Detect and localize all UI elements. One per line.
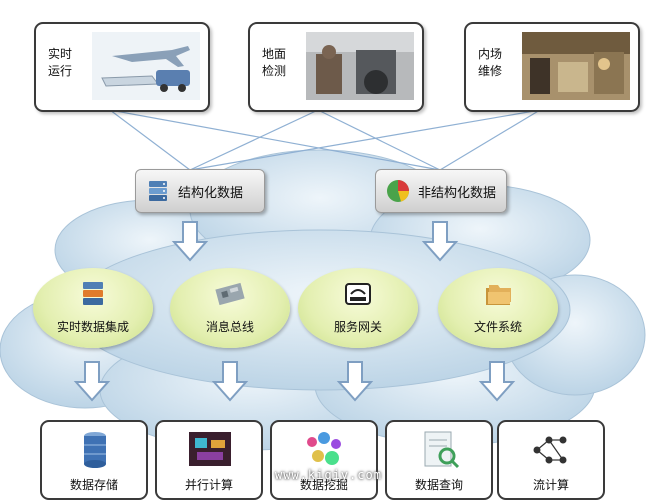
source-label: 地面 检测 xyxy=(262,47,287,78)
arrow-unstructured xyxy=(421,221,459,262)
capability-data-storage: 数据存储 xyxy=(40,420,148,500)
capability-label: 流计算 xyxy=(532,478,569,492)
service-gateway: 服务网关 xyxy=(298,268,418,348)
capability-data-query: 数据查询 xyxy=(385,420,493,500)
unstructured-data-box: 非结构化数据 xyxy=(375,169,507,213)
database-icon xyxy=(84,432,106,468)
capability-label: 并行计算 xyxy=(184,478,233,492)
server-stack-icon xyxy=(149,181,167,201)
service-label: 文件系统 xyxy=(473,320,522,334)
service-file-system: 文件系统 xyxy=(438,268,558,348)
capability-data-mining: 数据挖掘 xyxy=(270,420,378,500)
source-card-realtime-operation: 实时 运行 xyxy=(34,22,210,112)
arrow-query xyxy=(478,361,516,402)
gateway-device-icon xyxy=(345,283,371,305)
flow-network-icon xyxy=(533,436,567,464)
circuit-board-icon xyxy=(215,282,245,306)
source-label: 内场 维修 xyxy=(478,47,503,78)
capability-parallel-computing: 并行计算 xyxy=(155,420,263,500)
structured-data-label: 结构化数据 xyxy=(178,186,244,201)
document-search-icon xyxy=(424,431,460,469)
folders-icon xyxy=(486,285,511,305)
airplane-ship-truck-photo xyxy=(92,32,200,100)
bubbles-icon xyxy=(307,432,341,465)
capability-label: 数据存储 xyxy=(69,478,118,492)
unstructured-data-label: 非结构化数据 xyxy=(418,186,497,201)
watermark-text: www.kiqiy.com xyxy=(275,468,382,482)
workshop-repair-photo xyxy=(522,32,630,100)
server-stack-icon xyxy=(83,282,103,305)
pie-chart-icon xyxy=(387,180,409,202)
arrow-parallel xyxy=(211,361,249,402)
service-realtime-integration: 实时数据集成 xyxy=(33,268,153,348)
capability-label: 数据查询 xyxy=(414,478,463,492)
aircraft-inspection-photo xyxy=(306,32,414,100)
parallel-chip-icon xyxy=(189,432,231,466)
service-label: 服务网关 xyxy=(333,320,382,334)
service-message-bus: 消息总线 xyxy=(170,268,290,348)
source-label: 实时 运行 xyxy=(48,47,73,78)
arrow-storage xyxy=(73,361,111,402)
arrow-mining xyxy=(336,361,374,402)
capability-stream-computing: 流计算 xyxy=(497,420,605,500)
capability-label: 数据挖掘 xyxy=(299,478,348,492)
connector-lines xyxy=(109,109,541,171)
service-label: 消息总线 xyxy=(205,320,254,334)
arrow-structured xyxy=(171,221,209,262)
source-card-ground-inspection: 地面 检测 xyxy=(248,22,424,112)
service-label: 实时数据集成 xyxy=(56,320,129,334)
source-card-indoor-maintenance: 内场 维修 xyxy=(464,22,640,112)
down-arrows xyxy=(73,221,516,402)
structured-data-box: 结构化数据 xyxy=(135,169,265,213)
